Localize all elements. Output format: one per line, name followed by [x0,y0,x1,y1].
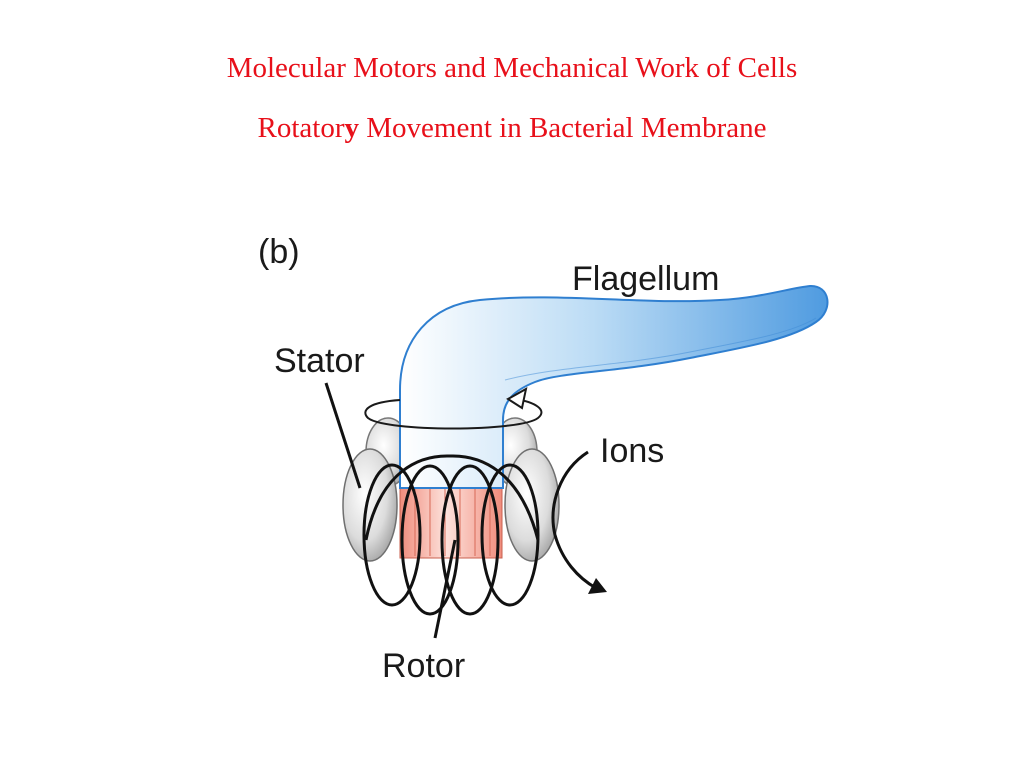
stator-pointer-line [324,382,362,489]
subtitle-text-start: Rotator [257,112,345,144]
panel-label: (b) [258,233,300,271]
flagellum-label: Flagellum [572,260,719,298]
rotor-label: Rotor [382,647,465,685]
ion-path-coils [362,454,540,616]
flagellum-shape [399,284,829,489]
ions-label: Ions [600,432,664,470]
stator-label: Stator [274,342,365,380]
subtitle-text-bold: y [344,112,360,144]
slide-title: Molecular Motors and Mechanical Work of … [0,52,1024,85]
subtitle-text-end: Movement in Bacterial Membrane [359,112,767,144]
slide-title-text: Molecular Motors and Mechanical Work of … [226,52,798,84]
ions-arrow-icon [551,450,607,594]
rotor-pointer-line [433,539,457,639]
rotation-arrow-icon [364,387,543,430]
slide-subtitle: Rotatory Movement in Bacterial Membrane [0,112,1024,145]
